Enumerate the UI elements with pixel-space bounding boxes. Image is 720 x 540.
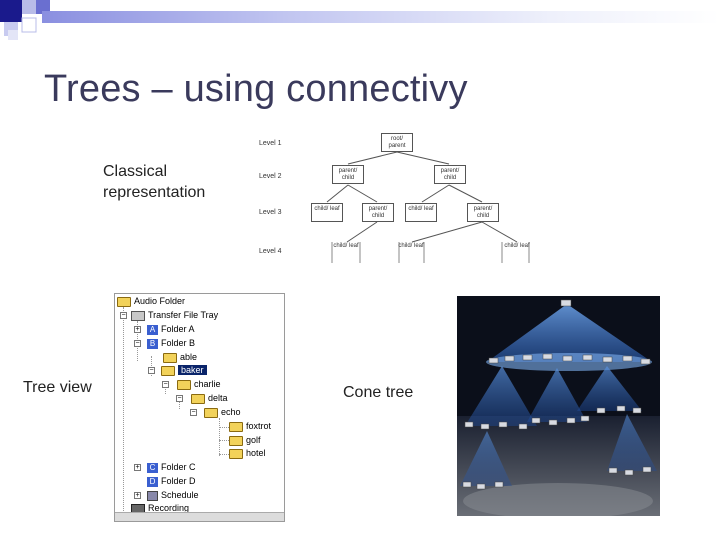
level4-leaf: child/ leaf bbox=[504, 243, 530, 249]
level3-node: child/ leaf bbox=[405, 203, 437, 222]
level-label: Level 3 bbox=[259, 209, 282, 216]
tree-item[interactable]: hotel bbox=[229, 447, 266, 460]
level3-node: parent/ child bbox=[467, 203, 499, 222]
expand-toggle[interactable]: + bbox=[134, 326, 141, 333]
level2-node: parent/ child bbox=[434, 165, 466, 184]
level4-leaf: child/ leaf bbox=[333, 243, 359, 249]
classical-tree-edges bbox=[326, 151, 530, 263]
tray-icon bbox=[131, 310, 145, 321]
folder-c-icon: C bbox=[147, 462, 158, 473]
folder-icon bbox=[163, 352, 177, 363]
collapse-toggle[interactable]: − bbox=[190, 409, 197, 416]
cone-tree-image bbox=[457, 296, 660, 516]
tree-view-label: Tree view bbox=[23, 379, 92, 396]
level4-leaf: child/ leaf bbox=[398, 243, 424, 249]
classical-label: Classical representation bbox=[103, 163, 206, 201]
folder-d-icon: D bbox=[147, 476, 158, 487]
tree-item[interactable]: golf bbox=[229, 434, 261, 447]
open-folder-icon bbox=[204, 407, 218, 418]
level-label: Level 2 bbox=[259, 173, 282, 180]
tree-item[interactable]: foxtrot bbox=[229, 420, 271, 433]
title-bar-gradient bbox=[42, 11, 720, 23]
cone-tree-label: Cone tree bbox=[343, 384, 414, 401]
tree-item[interactable]: Audio Folder bbox=[117, 295, 185, 308]
collapse-toggle[interactable]: − bbox=[162, 381, 169, 388]
folder-b-icon: B bbox=[147, 338, 158, 349]
expand-toggle[interactable]: + bbox=[134, 464, 141, 471]
folder-icon bbox=[229, 448, 243, 459]
folder-a-icon: A bbox=[147, 324, 158, 335]
collapse-toggle[interactable]: − bbox=[148, 367, 155, 374]
folder-icon bbox=[177, 379, 191, 390]
root-node: root/ parent bbox=[381, 133, 413, 152]
level-label: Level 1 bbox=[259, 140, 282, 147]
tree-item[interactable]: charlie bbox=[177, 378, 221, 391]
schedule-icon bbox=[147, 490, 158, 501]
expand-toggle[interactable]: + bbox=[134, 492, 141, 499]
tree-item[interactable]: Transfer File Tray bbox=[131, 309, 218, 322]
open-folder-icon bbox=[161, 365, 175, 376]
tree-item[interactable]: Schedule bbox=[147, 489, 199, 502]
tree-item[interactable]: able bbox=[163, 351, 197, 364]
collapse-toggle[interactable]: − bbox=[134, 340, 141, 347]
collapse-toggle[interactable]: − bbox=[176, 395, 183, 402]
folder-icon bbox=[229, 421, 243, 432]
level2-node: parent/ child bbox=[332, 165, 364, 184]
classical-tree-diagram: Level 1 Level 2 Level 3 Level 4 root/ pa… bbox=[252, 130, 532, 265]
level3-node: child/ leaf bbox=[311, 203, 343, 222]
folder-icon bbox=[117, 296, 131, 307]
level-label: Level 4 bbox=[259, 248, 282, 255]
tree-item-selected[interactable]: baker bbox=[161, 364, 207, 377]
folder-icon bbox=[191, 393, 205, 404]
tree-item[interactable]: delta bbox=[191, 392, 228, 405]
corner-squares-decoration bbox=[0, 0, 50, 40]
cone-tree-graphic bbox=[457, 299, 660, 516]
level3-node: parent/ child bbox=[362, 203, 394, 222]
collapse-toggle[interactable]: − bbox=[120, 312, 127, 319]
horizontal-scrollbar[interactable] bbox=[115, 512, 284, 521]
folder-icon bbox=[229, 435, 243, 446]
slide-title: Trees – using connectivy bbox=[44, 68, 468, 110]
tree-item[interactable]: echo bbox=[204, 406, 241, 419]
